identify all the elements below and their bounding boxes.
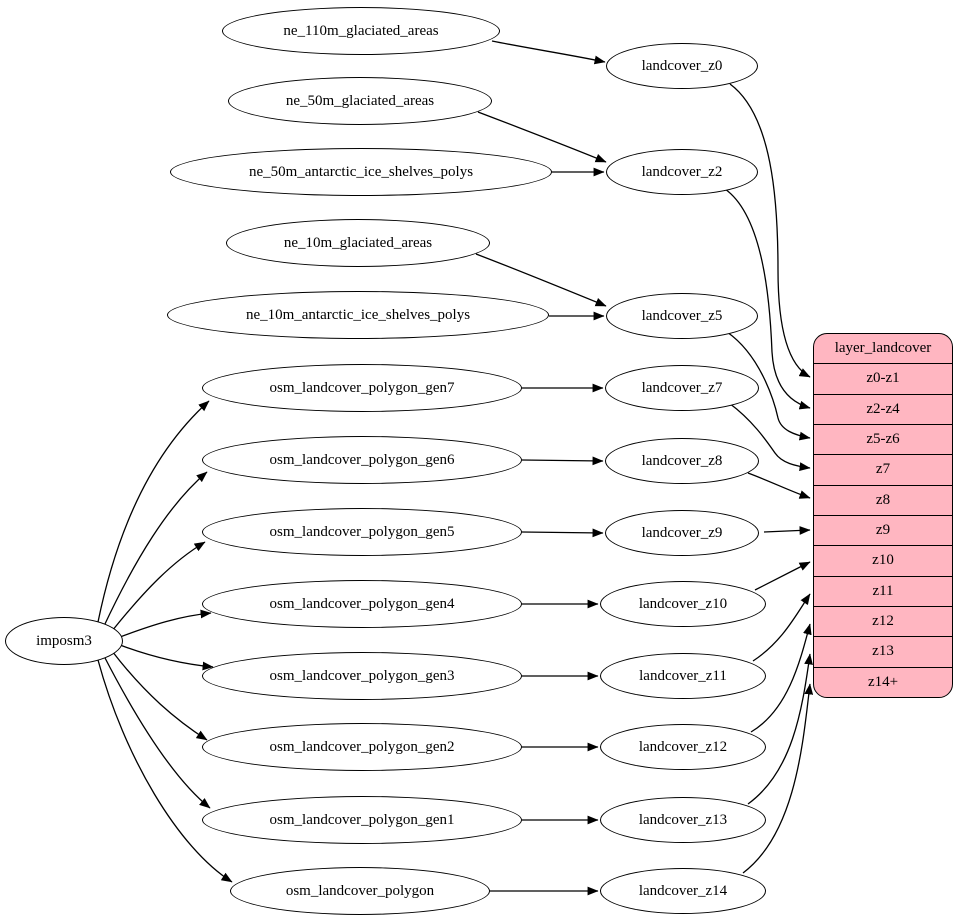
node-landcover-z14: landcover_z14 <box>600 868 766 914</box>
node-landcover-z0: landcover_z0 <box>606 43 758 89</box>
edge-z14-row <box>742 683 814 874</box>
node-landcover-z8: landcover_z8 <box>605 438 759 484</box>
edge-z0-row <box>729 83 811 378</box>
record-row-z2-z4: z2-z4 <box>814 393 952 424</box>
edge-ne10m-glaciated-z5 <box>475 253 607 307</box>
edge-imposm3-gen5 <box>111 541 206 632</box>
edge-imposm3-gen6 <box>103 471 208 627</box>
node-ne-10m-antarctic-ice-shelves-polys: ne_10m_antarctic_ice_shelves_polys <box>167 291 549 339</box>
node-osm-landcover-polygon-gen1: osm_landcover_polygon_gen1 <box>202 796 522 844</box>
edge-z8-row <box>747 472 811 499</box>
record-row-z5-z6: z5-z6 <box>814 423 952 454</box>
edge-z13-row <box>747 653 813 805</box>
edge-z11-row <box>752 593 811 662</box>
record-row-z13: z13 <box>814 636 952 666</box>
node-ne-10m-glaciated-areas: ne_10m_glaciated_areas <box>226 219 490 267</box>
record-row-z0-z1: z0-z1 <box>814 363 952 393</box>
edge-imposm3-gen3 <box>119 644 214 671</box>
edge-ne110m-z0 <box>491 40 606 65</box>
node-ne-50m-antarctic-ice-shelves-polys: ne_50m_antarctic_ice_shelves_polys <box>170 148 552 196</box>
record-row-z7: z7 <box>814 454 952 484</box>
node-osm-landcover-polygon-gen2: osm_landcover_polygon_gen2 <box>202 723 522 771</box>
edge-imposm3-polygon <box>97 659 233 883</box>
node-landcover-z10: landcover_z10 <box>600 581 766 627</box>
edge-z12-row <box>750 623 812 733</box>
node-landcover-z7: landcover_z7 <box>605 365 759 411</box>
edge-z7-row <box>728 402 811 471</box>
node-landcover-z13: landcover_z13 <box>600 797 766 843</box>
edge-z5-row <box>726 331 811 441</box>
node-osm-landcover-polygon-gen5: osm_landcover_polygon_gen5 <box>202 508 522 556</box>
node-osm-landcover-polygon-gen7: osm_landcover_polygon_gen7 <box>202 364 522 412</box>
edge-gen5-z9 <box>521 528 604 538</box>
node-landcover-z5: landcover_z5 <box>606 293 758 339</box>
node-osm-landcover-polygon-gen6: osm_landcover_polygon_gen6 <box>202 436 522 484</box>
record-row-z14plus: z14+ <box>814 666 952 697</box>
node-ne-50m-glaciated-areas: ne_50m_glaciated_areas <box>228 77 492 125</box>
node-osm-landcover-polygon-gen4: osm_landcover_polygon_gen4 <box>202 580 522 628</box>
record-row-z10: z10 <box>814 545 952 575</box>
edge-z2-row <box>724 188 811 410</box>
node-landcover-z12: landcover_z12 <box>600 724 766 770</box>
record-row-z11: z11 <box>814 575 952 606</box>
record-title: layer_landcover <box>834 340 932 357</box>
node-landcover-z11: landcover_z11 <box>600 653 766 699</box>
node-osm-landcover-polygon: osm_landcover_polygon <box>230 867 490 915</box>
node-ne-110m-glaciated-areas: ne_110m_glaciated_areas <box>222 7 500 55</box>
edge-imposm3-gen1 <box>103 655 211 809</box>
edge-imposm3-gen4 <box>119 609 212 638</box>
edge-imposm3-gen7 <box>97 400 210 623</box>
edge-z9-row <box>763 526 811 535</box>
node-landcover-z9: landcover_z9 <box>605 510 759 556</box>
record-row-z8: z8 <box>814 484 952 515</box>
node-imposm3: imposm3 <box>5 617 123 665</box>
edge-gen6-z8 <box>521 456 604 466</box>
record-row-z12: z12 <box>814 605 952 636</box>
record-row-z9: z9 <box>814 514 952 545</box>
edge-imposm3-gen2 <box>111 650 208 741</box>
edge-z10-row <box>754 561 811 591</box>
node-landcover-z2: landcover_z2 <box>606 149 758 195</box>
edge-ne50m-glaciated-z2 <box>477 111 607 163</box>
node-osm-landcover-polygon-gen3: osm_landcover_polygon_gen3 <box>202 652 522 700</box>
node-layer-landcover: layer_landcover z0-z1 z2-z4 z5-z6 z7 z8 … <box>813 333 953 698</box>
